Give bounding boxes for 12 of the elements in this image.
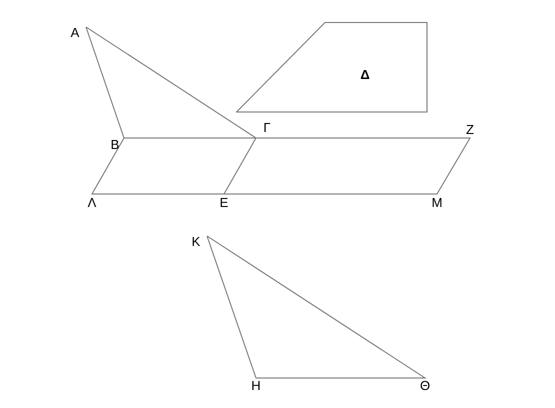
point-label: Γ	[263, 121, 271, 135]
point-label: Β	[110, 138, 120, 152]
point-label: Λ	[88, 196, 96, 210]
figure-label: Δ	[360, 68, 370, 82]
point-label: Θ	[420, 379, 430, 393]
point-label: Κ	[192, 235, 200, 249]
trapezoid-figure	[236, 22, 428, 113]
point-label: Η	[251, 379, 261, 393]
point-label: Ε	[220, 196, 228, 210]
point-label: Μ	[432, 196, 442, 210]
point-label: Ζ	[466, 123, 474, 137]
point-label: Α	[70, 26, 80, 40]
